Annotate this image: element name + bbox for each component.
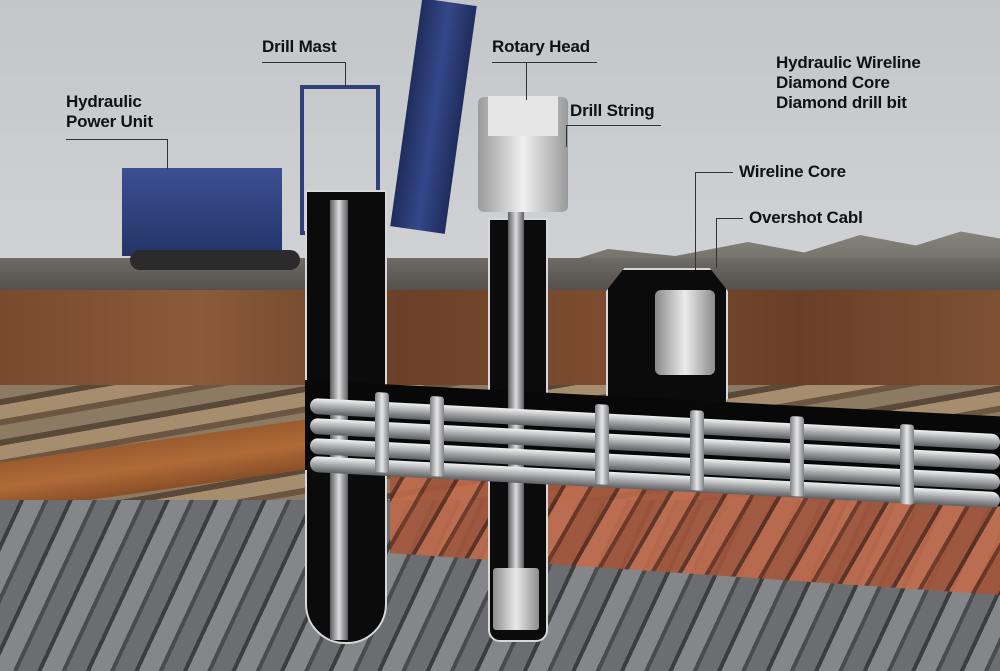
leader-line bbox=[716, 218, 743, 219]
rig-tracks bbox=[130, 250, 300, 270]
label-overshot-cable: Overshot Cabl bbox=[749, 208, 863, 227]
leader-line bbox=[695, 172, 696, 270]
leader-line bbox=[262, 62, 346, 63]
leader-line bbox=[566, 125, 661, 126]
label-drill-mast: Drill Mast bbox=[262, 37, 337, 56]
rod-collar bbox=[430, 396, 444, 477]
leader-line bbox=[66, 139, 168, 140]
leader-line bbox=[167, 139, 168, 169]
diamond-core-bit bbox=[493, 568, 539, 630]
label-hydraulic-power-unit: Hydraulic Power Unit bbox=[66, 92, 153, 131]
hydraulic-power-unit-body bbox=[122, 168, 282, 256]
rod-collar bbox=[790, 416, 804, 497]
rod-collar bbox=[595, 404, 609, 485]
main-drill-rod bbox=[508, 210, 524, 570]
leader-line bbox=[345, 62, 346, 87]
label-drill-string: Drill String bbox=[570, 101, 655, 120]
leader-line bbox=[716, 218, 717, 268]
rod-collar bbox=[900, 424, 914, 505]
leader-line bbox=[526, 62, 527, 100]
label-rotary-head: Rotary Head bbox=[492, 37, 590, 56]
rod-collar bbox=[690, 410, 704, 491]
label-wireline-core: Wireline Core bbox=[739, 162, 846, 181]
title-block: Hydraulic Wireline Diamond Core Diamond … bbox=[776, 53, 921, 112]
leader-line bbox=[492, 62, 597, 63]
leader-line bbox=[566, 125, 567, 147]
overshot-assembly bbox=[655, 290, 715, 375]
leader-line bbox=[695, 172, 733, 173]
rod-collar bbox=[375, 392, 389, 473]
rotary-head-top bbox=[488, 96, 558, 136]
